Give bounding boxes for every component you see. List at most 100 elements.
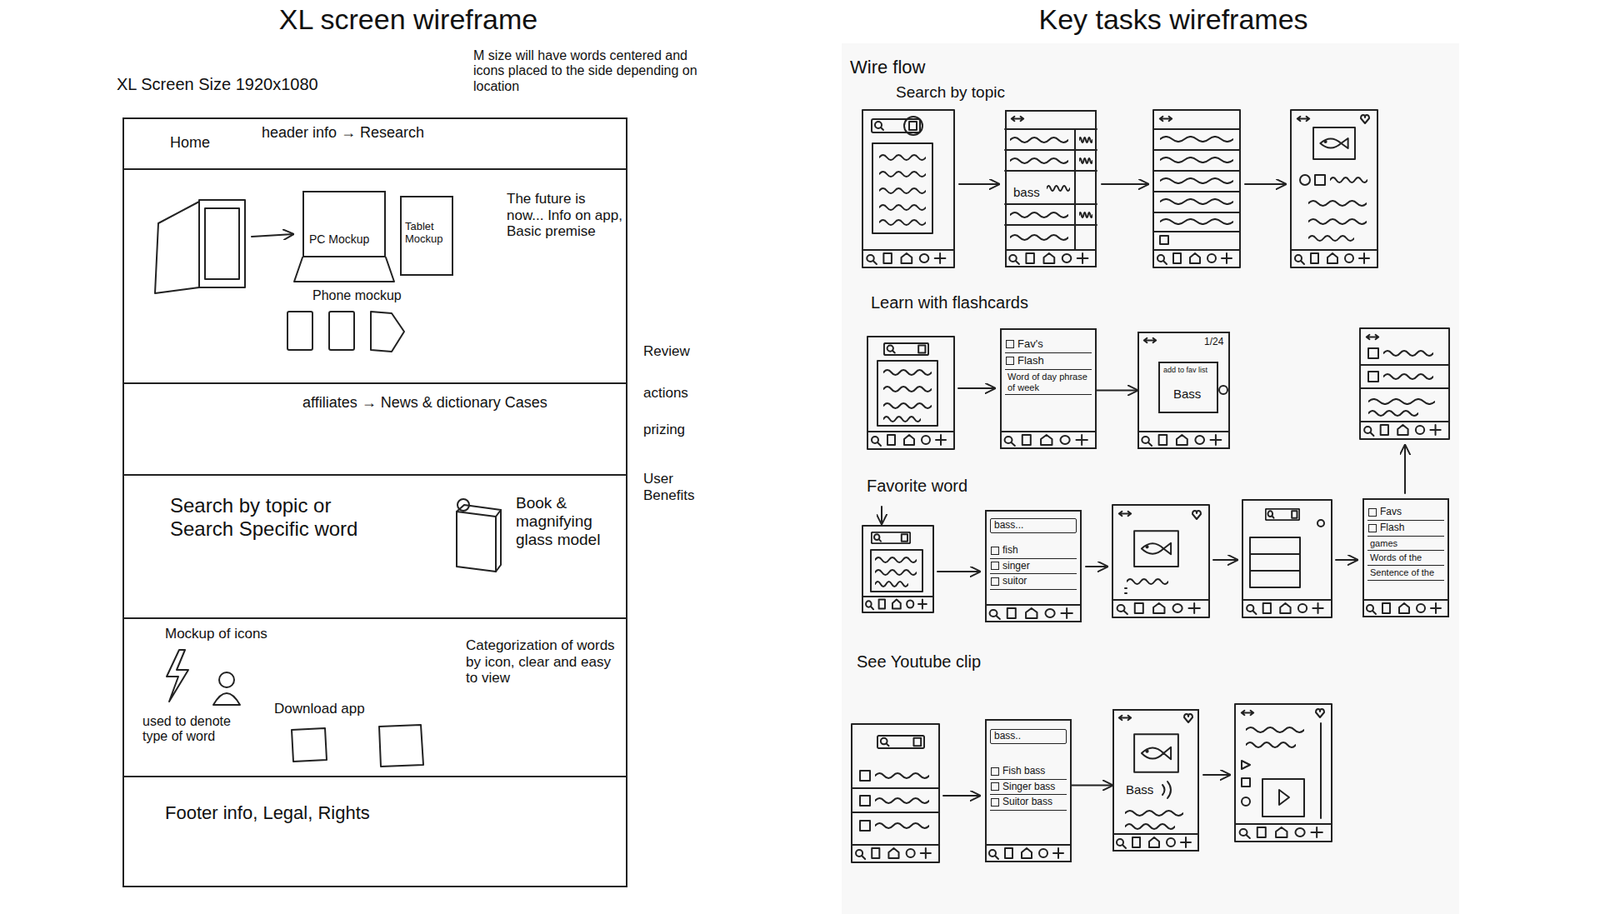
book-magnifier-sketch — [456, 511, 496, 572]
flow-arrow — [937, 570, 980, 573]
phone-screen-sketch — [1245, 742, 1296, 748]
screen-detail — [1137, 338, 1230, 446]
phone-screen-sketch — [883, 416, 921, 422]
annotation-text: Footer info, Legal, Rights — [165, 802, 370, 824]
screen-detail — [1119, 715, 1131, 720]
flow-arrow — [958, 387, 995, 390]
screen-detail — [985, 605, 1082, 620]
sketch-arrow — [251, 234, 294, 237]
book-magnifier-sketch — [457, 499, 470, 511]
screen-box: bass — [1005, 110, 1097, 268]
phone-screen-sketch — [1153, 110, 1240, 268]
card-text: add to fav list — [1163, 365, 1215, 375]
screen-detail — [1125, 810, 1184, 816]
phone-screen-sketch — [1119, 511, 1131, 516]
phone-screen-sketch — [883, 403, 932, 409]
phone-screen-sketch — [1360, 364, 1450, 366]
margin-note: M size will have words centered and icon… — [473, 48, 715, 95]
screen-text: bass — [1013, 185, 1040, 200]
phone-screen-sketch — [1160, 178, 1234, 184]
phone-screen-sketch — [1241, 797, 1250, 806]
phone-screen-sketch — [877, 360, 938, 426]
margin-note: actions — [643, 385, 689, 402]
affiliates-band: affiliates → News & dictionary Cases — [122, 382, 628, 476]
phone-screen-sketch — [1235, 824, 1332, 839]
phone-screen-sketch — [1317, 520, 1325, 527]
flow-arrow — [1404, 445, 1406, 494]
phone-screen-sketch — [1160, 116, 1172, 121]
book-magnifier-sketch — [456, 499, 501, 572]
phone-screen-sketch — [904, 116, 923, 135]
card-text: Bass — [1173, 386, 1201, 401]
flow-arrow — [1335, 559, 1358, 561]
phone-screen-sketch — [1290, 250, 1378, 265]
phone-screen-sketch — [1125, 588, 1127, 594]
phone-screen-sketch — [879, 171, 926, 177]
annotation-text: Phone mockup — [312, 288, 402, 304]
phone-screen-sketch — [851, 845, 940, 860]
phone-screen-sketch — [1153, 129, 1240, 232]
menu-item: Fav's — [1005, 336, 1092, 354]
phone-screen-sketch — [1360, 421, 1450, 436]
phone-screen-sketch — [867, 431, 955, 446]
phone-screen-sketch — [1383, 350, 1434, 356]
menu-item: Favs — [1367, 505, 1445, 521]
phone-screen-sketch — [1308, 219, 1367, 225]
menu-item: games — [1367, 536, 1445, 552]
screen-detail — [1112, 714, 1200, 849]
screen-detail — [1144, 338, 1156, 343]
flow-arrow — [1071, 785, 1113, 787]
annotation-text: Search by topic or Search Specific word — [170, 494, 366, 540]
word-text: Bass — [1125, 782, 1154, 797]
phone-screen-sketch — [1160, 157, 1234, 163]
flow-heading: Learn with flashcards — [870, 293, 1029, 313]
phone-screen-sketch — [1160, 199, 1234, 205]
annotation-text: Book & magnifying glass model — [515, 494, 620, 550]
phone-screen-sketch — [1308, 200, 1367, 206]
phone-screen-sketch — [862, 110, 955, 268]
book-magnifier-sketch — [495, 510, 501, 572]
phone-screen-sketch — [1315, 175, 1325, 185]
flashcard-box: add to fav listBass — [1158, 361, 1219, 414]
phone-screen-sketch — [872, 143, 933, 234]
phone-screen-sketch — [875, 570, 917, 575]
device-sketch — [155, 201, 200, 294]
phone-screen-sketch — [1300, 175, 1310, 185]
paper-sheet — [841, 43, 1460, 914]
phone-screen-sketch — [1192, 510, 1201, 520]
screen-detail — [1079, 212, 1093, 218]
screen-box: bass..Fish bassSinger bassSuitor bass — [985, 719, 1072, 863]
phone-mockup-sketch — [370, 311, 405, 352]
phone-screen-sketch — [1360, 328, 1450, 440]
menu-item: Words of the — [1367, 550, 1445, 566]
phone-screen-sketch — [867, 336, 955, 450]
hero-band: The future is now... Info on app, Basic … — [122, 168, 628, 385]
phone-screen-sketch — [851, 724, 940, 863]
screen-detail — [1125, 824, 1175, 830]
paper-sheet — [841, 43, 1460, 914]
screen-detail — [1000, 431, 1097, 446]
margin-note: User Benefits — [643, 470, 712, 504]
phone-mockup-sketch — [287, 311, 313, 350]
phone-screen-sketch — [1297, 116, 1310, 121]
phone-screen-sketch — [1366, 335, 1379, 340]
menu-item: Flash — [1005, 353, 1092, 370]
phone-screen-sketch — [1235, 704, 1332, 842]
phone-screen-sketch — [1368, 399, 1435, 405]
screen-detail — [1112, 834, 1200, 849]
phone-screen-sketch — [1250, 537, 1300, 588]
annotation-text: header info → Research — [261, 124, 425, 142]
screen-detail — [1010, 137, 1069, 143]
list-item: Fish bass — [990, 764, 1067, 780]
device-sketch — [199, 200, 245, 288]
phone-screen-sketch — [875, 773, 930, 779]
phone-screen-sketch — [1112, 505, 1210, 618]
flow-arrow — [1101, 183, 1149, 185]
flow-heading: Wire flow — [850, 56, 925, 78]
phone-screen-sketch — [875, 581, 909, 587]
list-item: Suitor bass — [990, 795, 1067, 811]
phone-screen-sketch — [1245, 727, 1305, 733]
margin-note: prizing — [643, 421, 685, 439]
phone-screen-sketch — [1160, 136, 1234, 142]
screen-detail — [985, 845, 1072, 860]
